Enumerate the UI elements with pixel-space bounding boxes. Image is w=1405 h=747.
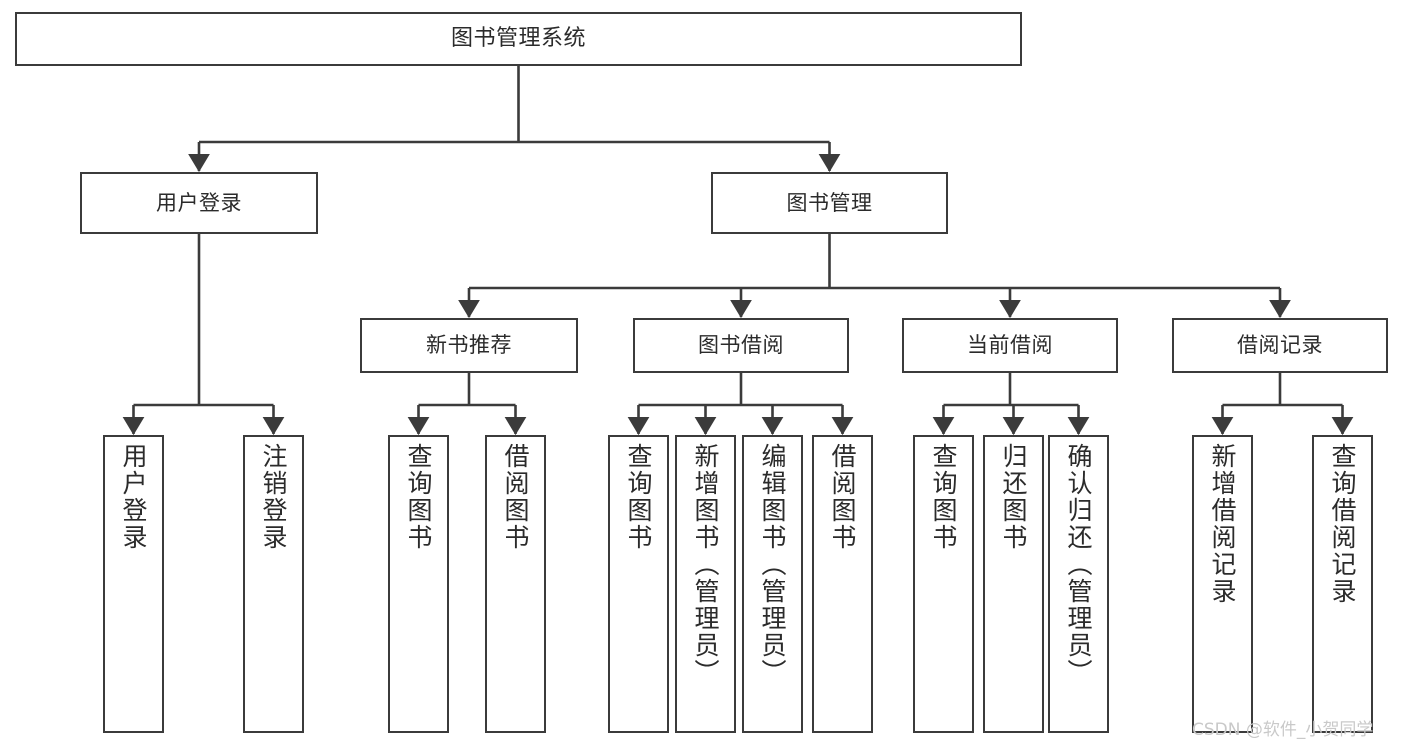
node-leaf-query-book-1[interactable]: 查询图书 [388,435,449,733]
node-leaf-confirm-return[interactable]: 确认归还（管理员） [1048,435,1109,733]
node-label: 新增借阅记录 [1208,443,1237,605]
node-book-borrow[interactable]: 图书借阅 [633,318,849,373]
node-new-book-rec[interactable]: 新书推荐 [360,318,578,373]
node-label: 图书管理系统 [450,26,586,52]
node-label: 新增图书（管理员） [691,443,720,686]
node-current-borrow[interactable]: 当前借阅 [902,318,1118,373]
node-root-title[interactable]: 图书管理系统 [15,12,1022,66]
node-label: 图书管理 [786,190,873,215]
node-leaf-query-record[interactable]: 查询借阅记录 [1312,435,1373,733]
node-leaf-borrow-book-2[interactable]: 借阅图书 [812,435,873,733]
node-label: 查询借阅记录 [1328,443,1357,605]
node-leaf-user-login[interactable]: 用户登录 [103,435,164,733]
node-label: 借阅图书 [501,443,530,551]
node-leaf-edit-book[interactable]: 编辑图书（管理员） [742,435,803,733]
node-book-manage[interactable]: 图书管理 [711,172,948,234]
node-leaf-borrow-book-1[interactable]: 借阅图书 [485,435,546,733]
node-label: 查询图书 [929,443,958,551]
node-leaf-query-book-3[interactable]: 查询图书 [913,435,974,733]
node-label: 当前借阅 [967,333,1053,358]
node-label: 借阅记录 [1237,333,1323,358]
node-leaf-logout[interactable]: 注销登录 [243,435,304,733]
node-borrow-record[interactable]: 借阅记录 [1172,318,1388,373]
node-label: 归还图书 [999,443,1028,551]
node-label: 查询图书 [404,443,433,551]
node-label: 用户登录 [119,443,148,551]
node-leaf-query-book-2[interactable]: 查询图书 [608,435,669,733]
node-label: 查询图书 [624,443,653,551]
node-label: 编辑图书（管理员） [758,443,787,686]
node-label: 新书推荐 [426,333,512,358]
node-label: 用户登录 [156,190,242,215]
node-leaf-return-book[interactable]: 归还图书 [983,435,1044,733]
watermark-label: CSDN @软件_小贺同学 [1192,720,1374,740]
node-label: 图书借阅 [698,333,784,358]
node-leaf-add-record[interactable]: 新增借阅记录 [1192,435,1253,733]
node-leaf-add-book[interactable]: 新增图书（管理员） [675,435,736,733]
node-label: 确认归还（管理员） [1064,443,1093,686]
node-user-login[interactable]: 用户登录 [80,172,318,234]
node-label: 注销登录 [259,443,288,551]
node-label: 借阅图书 [828,443,857,551]
